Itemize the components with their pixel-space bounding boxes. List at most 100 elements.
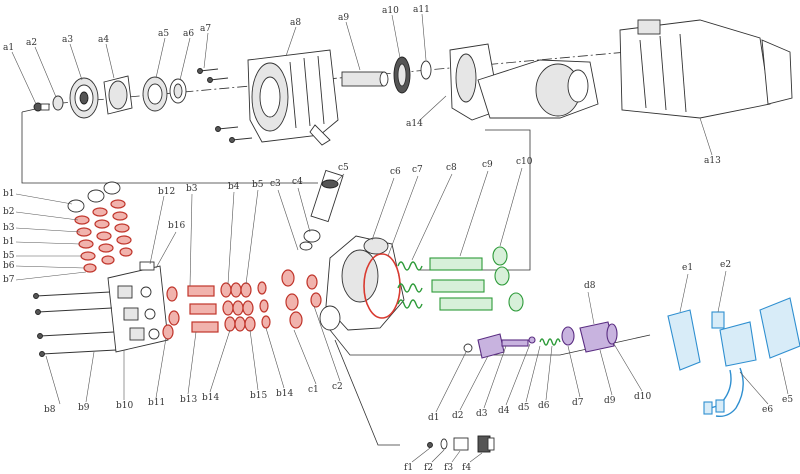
leaders-group-a — [11, 13, 713, 156]
label-a5: a5 — [158, 29, 169, 39]
label-b8: b8 — [44, 405, 56, 415]
label-c7: c7 — [412, 165, 423, 175]
labels-group-f: f1 f2 f3 f4 — [404, 463, 471, 473]
label-a13: a13 — [704, 156, 721, 166]
label-e5: e5 — [782, 395, 793, 405]
part-a9-shaft — [341, 71, 389, 87]
label-b4: b4 — [228, 182, 240, 192]
label-c10: c10 — [516, 157, 533, 167]
label-b12: b12 — [158, 187, 175, 197]
label-d5: d5 — [518, 403, 530, 413]
label-d8: d8 — [584, 281, 596, 291]
part-f-fittings — [427, 435, 495, 453]
label-b9: b9 — [78, 403, 90, 413]
label-d9: d9 — [604, 396, 616, 406]
part-b-red-valve-stacks — [74, 199, 133, 273]
label-c5: c5 — [338, 163, 349, 173]
label-a14: a14 — [406, 119, 423, 129]
part-a1-screw — [33, 102, 50, 112]
label-b3-left: b3 — [3, 223, 15, 233]
label-a10: a10 — [382, 6, 399, 16]
label-c2: c2 — [332, 382, 343, 392]
leaders-group-d — [435, 291, 643, 413]
label-d4: d4 — [498, 406, 510, 416]
leaders-group-c — [277, 167, 523, 385]
label-a2: a2 — [26, 38, 37, 48]
labels-group-e: e1 e2 e5 e6 — [682, 260, 793, 415]
part-a10-gear — [393, 56, 411, 94]
label-a6: a6 — [183, 29, 194, 39]
label-d1: d1 — [428, 413, 440, 423]
label-b16: b16 — [168, 221, 185, 231]
label-e1: e1 — [682, 263, 693, 273]
part-a13-motor — [619, 19, 793, 119]
label-c3: c3 — [270, 179, 281, 189]
label-b1-mid: b1 — [3, 237, 15, 247]
label-c1: c1 — [308, 385, 319, 395]
label-f3: f3 — [444, 463, 453, 473]
part-c6-manifold — [319, 235, 405, 331]
label-a4: a4 — [98, 35, 109, 45]
label-a8: a8 — [290, 18, 301, 28]
label-b14-left: b14 — [202, 393, 219, 403]
label-d3: d3 — [476, 409, 488, 419]
part-a3-bearing — [69, 77, 99, 119]
label-b5-left: b5 — [3, 251, 15, 261]
part-c8-springs — [397, 261, 423, 309]
part-a8-front-housing — [247, 49, 339, 146]
label-c8: c8 — [446, 163, 457, 173]
label-b3-right: b3 — [186, 184, 198, 194]
label-f2: f2 — [424, 463, 433, 473]
part-a5-bearing — [142, 76, 168, 112]
part-c7-oring — [363, 253, 401, 319]
labels-group-a: a1 a2 a3 a4 a5 a6 a7 a8 a9 a10 a11 a14 a… — [3, 5, 721, 166]
part-a6-ring — [169, 78, 187, 104]
leaders-group-b — [15, 189, 285, 405]
labels-group-c: c1 c2 c3 c4 c5 c6 c7 c8 c9 c10 — [270, 157, 533, 395]
part-b8-bolts — [33, 291, 117, 357]
label-b5-right: b5 — [252, 180, 264, 190]
label-b7: b7 — [3, 275, 15, 285]
leaders-group-f — [411, 447, 483, 463]
label-a3: a3 — [62, 35, 73, 45]
part-a14-gear-housing — [449, 43, 599, 121]
part-a11-ring — [420, 60, 432, 80]
part-a7-screws — [197, 68, 253, 143]
label-b14-right: b14 — [276, 389, 293, 399]
part-b-red-piston-seals — [162, 269, 322, 340]
label-d6: d6 — [538, 401, 550, 411]
part-c9-valve-sleeves — [429, 257, 493, 311]
label-f4: f4 — [462, 463, 471, 473]
label-d7: d7 — [572, 398, 584, 408]
label-e2: e2 — [720, 260, 731, 270]
part-a4-wobble-plate — [103, 75, 133, 115]
label-c9: c9 — [482, 160, 493, 170]
label-b6: b6 — [3, 261, 15, 271]
label-b1-top: b1 — [3, 189, 15, 199]
label-d10: d10 — [634, 392, 651, 402]
part-e-switch-assembly — [667, 297, 800, 418]
part-b-pump-head — [107, 261, 169, 353]
label-c6: c6 — [390, 167, 401, 177]
label-a7: a7 — [200, 24, 211, 34]
part-b-check-caps — [67, 181, 121, 213]
label-c4: c4 — [292, 177, 303, 187]
label-b13: b13 — [180, 395, 197, 405]
label-a9: a9 — [338, 13, 349, 23]
label-b2: b2 — [3, 207, 15, 217]
part-d-unloader — [463, 321, 618, 359]
label-e6: e6 — [762, 405, 773, 415]
label-b15: b15 — [250, 391, 267, 401]
label-d2: d2 — [452, 411, 464, 421]
label-a1: a1 — [3, 43, 14, 53]
label-f1: f1 — [404, 463, 413, 473]
part-a2-washer — [52, 95, 64, 111]
label-a11: a11 — [413, 5, 430, 15]
label-b10: b10 — [116, 401, 133, 411]
labels-group-d: d1 d2 d3 d4 d5 d6 d7 d8 d9 d10 — [428, 281, 651, 423]
label-b11: b11 — [148, 398, 165, 408]
part-c4-c5-injector — [299, 169, 344, 251]
part-c10-valve-caps — [492, 246, 524, 312]
labels-group-b: b1 b2 b3 b1 b5 b6 b7 b12 b3 b4 b5 b16 b8… — [3, 180, 293, 415]
